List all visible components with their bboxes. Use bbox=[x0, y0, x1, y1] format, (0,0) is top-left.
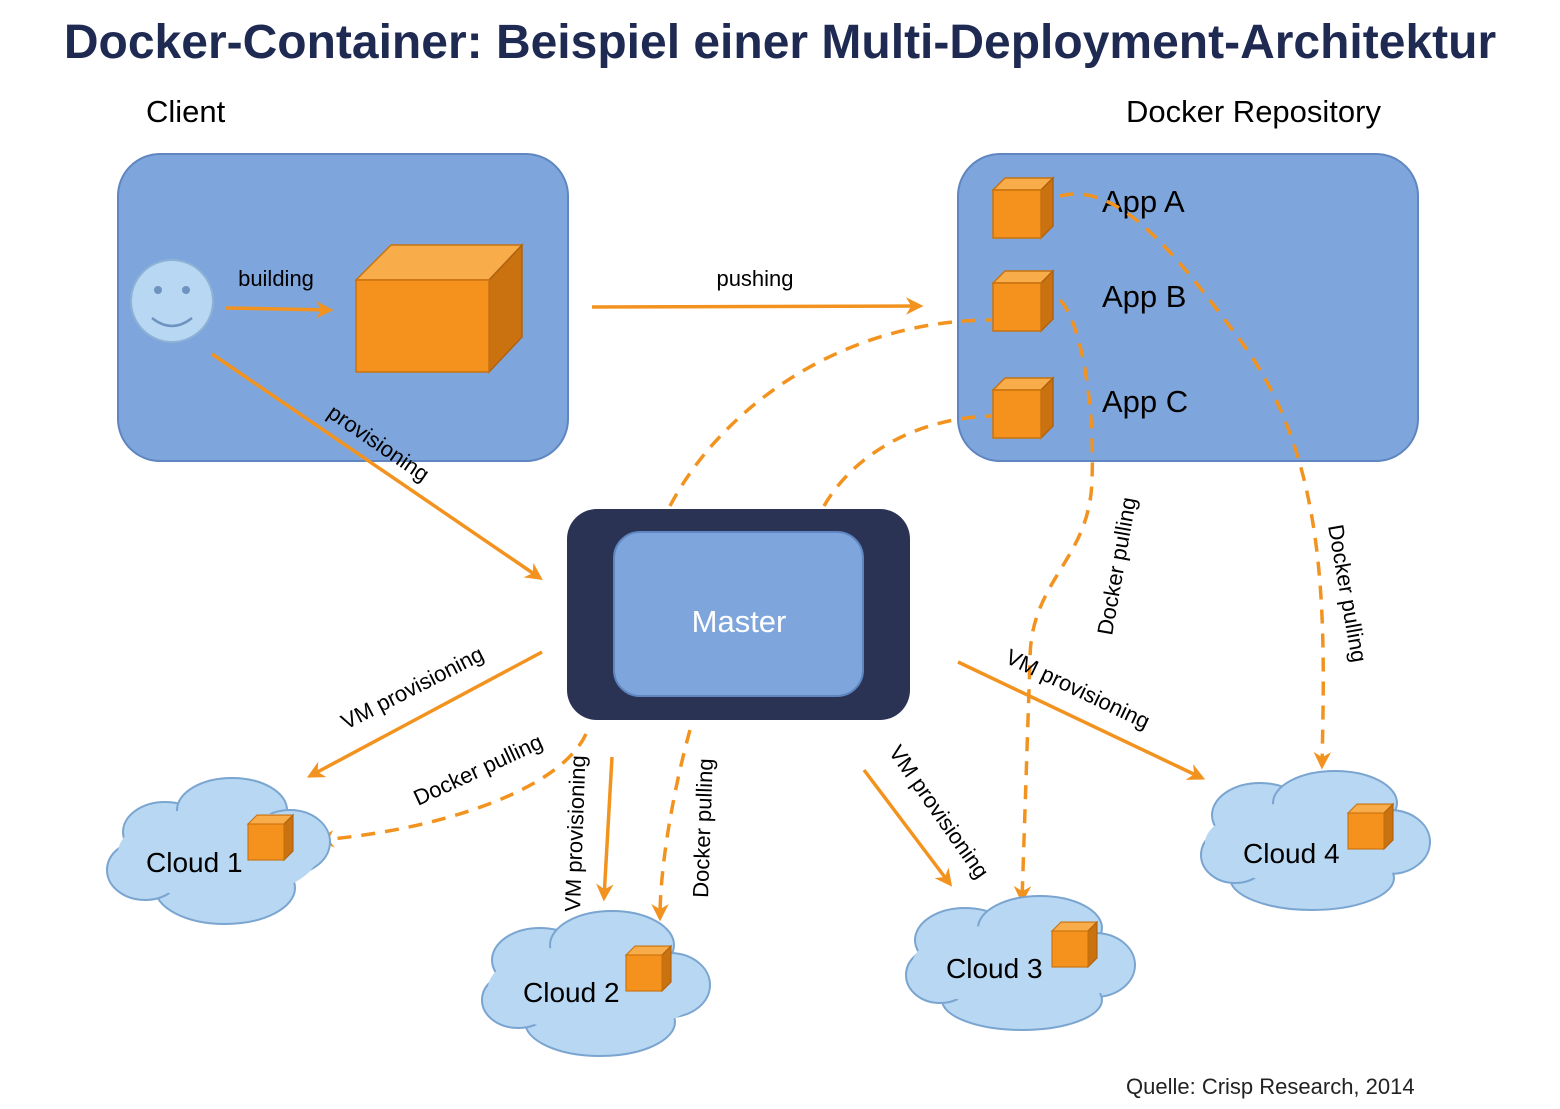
cloud-1-cube-icon bbox=[247, 814, 294, 861]
docker-pulling-label-cloud4: Docker pulling bbox=[1323, 523, 1372, 665]
app-c-cube-icon bbox=[992, 377, 1054, 439]
pushing-label: pushing bbox=[716, 266, 793, 291]
vm-provisioning-arrow-cloud1 bbox=[306, 650, 543, 778]
cloud-1-label: Cloud 1 bbox=[146, 847, 243, 878]
user-smiley-icon bbox=[130, 259, 214, 343]
docker-pulling-label-cloud3: Docker pulling bbox=[1092, 495, 1141, 637]
app-b-cube-icon bbox=[992, 270, 1054, 332]
cloud-2-cube-icon bbox=[625, 945, 672, 992]
vm-provisioning-arrow-cloud3 bbox=[862, 768, 953, 887]
cloud-2-label: Cloud 2 bbox=[523, 977, 620, 1008]
master-appb-pull-link bbox=[668, 318, 993, 507]
app-b-label: App B bbox=[1102, 279, 1186, 314]
master-inner-panel bbox=[613, 531, 864, 697]
container-cube-icon bbox=[354, 243, 524, 374]
docker-pulling-label-cloud1: Docker pulling bbox=[410, 729, 547, 811]
vm-provisioning-arrow-cloud2 bbox=[596, 756, 614, 902]
app-c-label: App C bbox=[1102, 384, 1188, 419]
source-credit: Quelle: Crisp Research, 2014 bbox=[1126, 1074, 1415, 1099]
master-label: Master bbox=[692, 604, 787, 639]
vm-provisioning-label-cloud3: VM provisioning bbox=[884, 741, 994, 884]
pushing-arrow bbox=[591, 297, 924, 315]
cloud-4-label: Cloud 4 bbox=[1243, 838, 1340, 869]
appa-cloud4-pull-path bbox=[1059, 192, 1332, 770]
page-title: Docker-Container: Beispiel einer Multi-D… bbox=[64, 16, 1496, 69]
provisioning-arrow bbox=[211, 352, 543, 580]
docker-pull-path-cloud1 bbox=[316, 733, 588, 848]
client-heading: Client bbox=[146, 94, 226, 129]
cloud-4-cube-icon bbox=[1347, 803, 1394, 850]
cloud-3-label: Cloud 3 bbox=[946, 953, 1043, 984]
docker-pulling-label-cloud2: Docker pulling bbox=[688, 758, 718, 898]
master-appc-pull-link bbox=[822, 414, 993, 507]
vm-provisioning-label-cloud2: VM provisioning bbox=[560, 755, 590, 912]
building-arrow bbox=[225, 300, 334, 319]
app-a-cube-icon bbox=[992, 177, 1054, 239]
repository-panel bbox=[957, 153, 1419, 462]
app-a-label: App A bbox=[1102, 184, 1185, 219]
cloud-3-icon bbox=[905, 895, 1136, 1031]
building-label: building bbox=[238, 266, 314, 291]
client-panel bbox=[117, 153, 569, 462]
docker-pull-path-cloud2 bbox=[651, 729, 692, 922]
repository-heading: Docker Repository bbox=[1126, 94, 1381, 129]
cloud-3-cube-icon bbox=[1051, 921, 1098, 968]
vm-provisioning-arrow-cloud4 bbox=[957, 660, 1206, 780]
